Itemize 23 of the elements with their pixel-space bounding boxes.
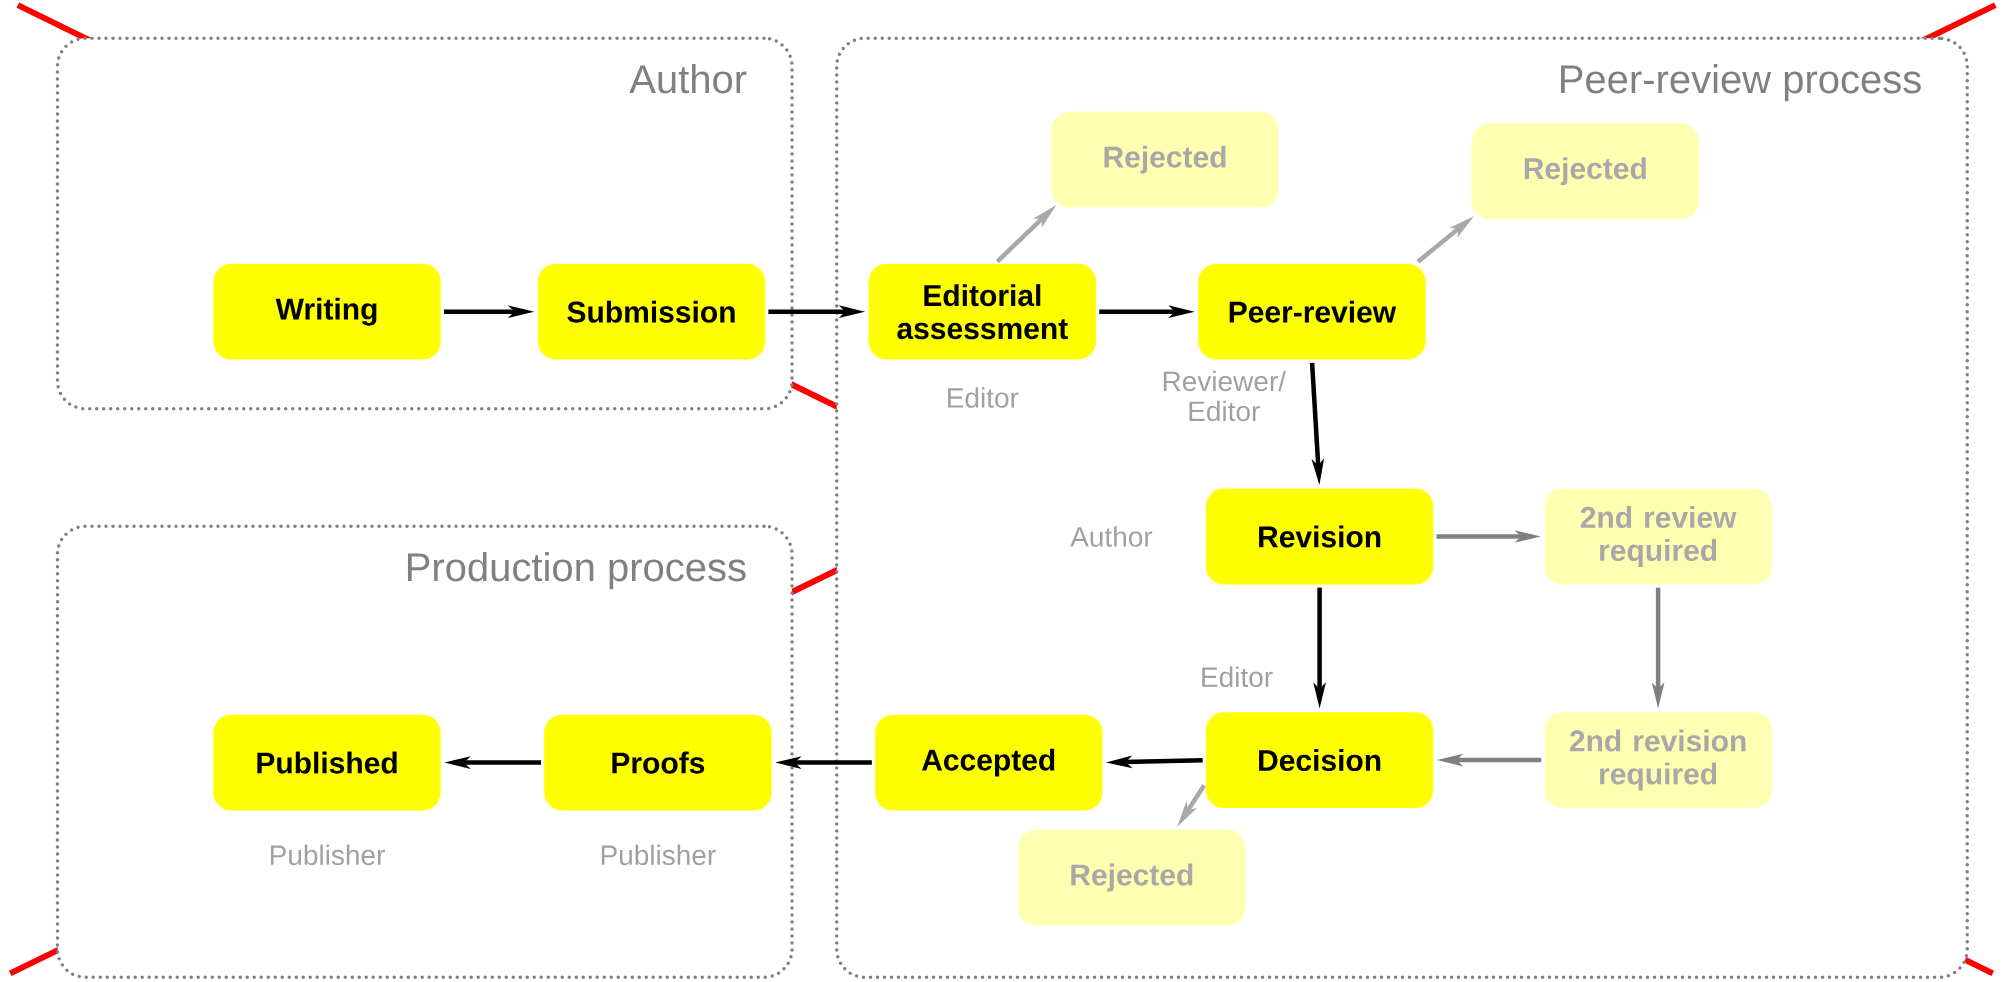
group-title: Peer-review process [1561,63,1921,102]
step-box: Writing [213,263,441,360]
step-box: Revision [1205,488,1434,585]
role-label: Editor [1202,666,1273,687]
faded-step-box: 2nd revision required [1544,712,1772,808]
faded-step-box: 2nd review required [1544,488,1772,585]
group-title: Production process [407,551,746,590]
role-label: Reviewer/ Editor [1163,370,1286,422]
role-label: Publisher [601,844,716,865]
faded-step-box: Rejected [1051,111,1279,208]
faded-step-box: Rejected [1471,123,1699,219]
group-title: Author [629,63,747,94]
step-box: Published [213,714,441,811]
step-box: Accepted [875,714,1103,811]
step-box: Proofs [544,714,772,811]
role-label: Publisher [270,844,385,865]
step-box: Decision [1205,712,1434,808]
step-box: Peer-review [1198,263,1426,360]
role-label: Author [1070,526,1153,547]
role-label: Editor [948,387,1019,408]
faded-step-box: Rejected [1018,829,1246,926]
step-box: Submission [537,263,766,360]
step-box: Editorial assessment [868,263,1097,360]
